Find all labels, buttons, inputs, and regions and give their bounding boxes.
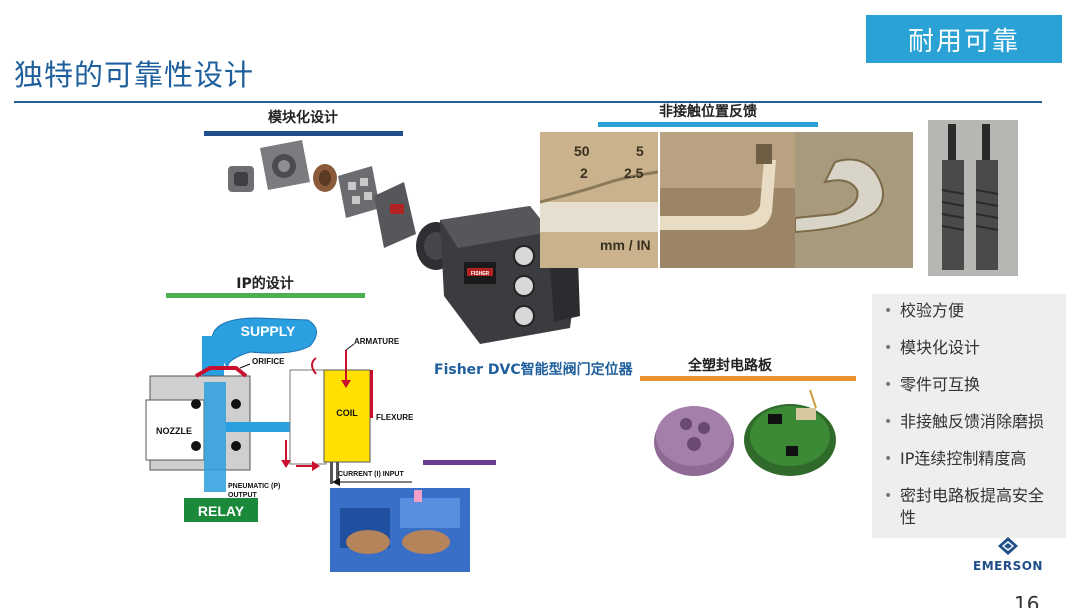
circuit-board-images	[654, 389, 836, 476]
modular-design-label: 模块化设计	[268, 110, 338, 126]
feedback-photo-track	[660, 132, 796, 268]
feedback-photo-hook	[795, 132, 913, 268]
feature-item: 校验方便	[882, 300, 1056, 322]
feedback-label: 非接触位置反馈	[659, 104, 757, 120]
title-underline	[14, 101, 1042, 103]
positioner-brand-label: FISHER	[471, 271, 490, 277]
emerson-logo: EMERSON	[966, 537, 1050, 573]
module-housing	[260, 140, 310, 190]
ip-armature-label: ARMATURE	[354, 337, 400, 346]
feature-item: IP连续控制精度高	[882, 448, 1056, 470]
scale-number-5: 5	[636, 143, 644, 159]
scale-number-2: 2	[580, 165, 588, 181]
module-block	[338, 166, 380, 218]
ip-nozzle-label: NOZZLE	[156, 426, 192, 436]
ip-coil-label: COIL	[336, 408, 358, 418]
scale-units: mm / IN	[600, 237, 651, 253]
positioner-cutaway-image	[330, 488, 470, 572]
ip-pneumatic-label-line1: PNEUMATIC (P)	[228, 483, 280, 490]
emerson-logo-mark	[998, 537, 1018, 555]
module-cap	[228, 166, 254, 192]
feature-list-panel: 校验方便 模块化设计 零件可互换 非接触反馈消除磨损 IP连续控制精度高 密封电…	[872, 294, 1066, 538]
page-number: 16	[1014, 592, 1040, 608]
ip-orifice-label: ORIFICE	[252, 357, 285, 366]
ip-pneumatic-label-line2: OUTPUT	[228, 492, 258, 499]
feature-item: 非接触反馈消除磨损	[882, 411, 1056, 433]
circuit-board-label: 全塑封电路板	[688, 358, 772, 374]
feature-item: 模块化设计	[882, 337, 1056, 359]
feedback-bar	[598, 122, 818, 127]
scale-number-2-5: 2.5	[624, 165, 644, 181]
feedback-photo-sensors	[928, 120, 1018, 276]
product-caption: Fisher DVC智能型阀门定位器	[434, 362, 633, 378]
ip-current-input-label: CURRENT (I) INPUT	[338, 471, 404, 478]
modular-design-bar	[204, 131, 403, 136]
ip-supply-label: SUPPLY	[241, 323, 296, 339]
durability-badge: 耐用可靠	[866, 15, 1062, 63]
emerson-logo-text: EMERSON	[973, 559, 1043, 573]
feature-item: 零件可互换	[882, 374, 1056, 396]
scale-number-50: 50	[574, 143, 590, 159]
cutaway-bar	[423, 460, 496, 465]
feedback-photo-scale: 50 5 2 2.5 mm / IN	[540, 132, 658, 268]
ip-design-label: IP的设计	[236, 276, 294, 292]
slide-title: 独特的可靠性设计	[14, 58, 255, 92]
module-coil-ring	[313, 164, 337, 192]
potted-module-image	[654, 406, 734, 476]
circuit-board-bar	[640, 376, 856, 381]
module-cover	[374, 182, 416, 248]
modular-parts-image	[228, 140, 416, 248]
feature-item: 密封电路板提高安全性	[882, 485, 1056, 529]
ip-design-bar	[166, 293, 365, 298]
ip-design-diagram: SUPPLY NOZZLE ORIFICE COIL ARMATURE FLEX…	[145, 317, 414, 522]
ip-flexure-label: FLEXURE	[376, 413, 414, 422]
ip-relay-label: RELAY	[198, 503, 245, 519]
pcb-board-image	[744, 389, 836, 476]
